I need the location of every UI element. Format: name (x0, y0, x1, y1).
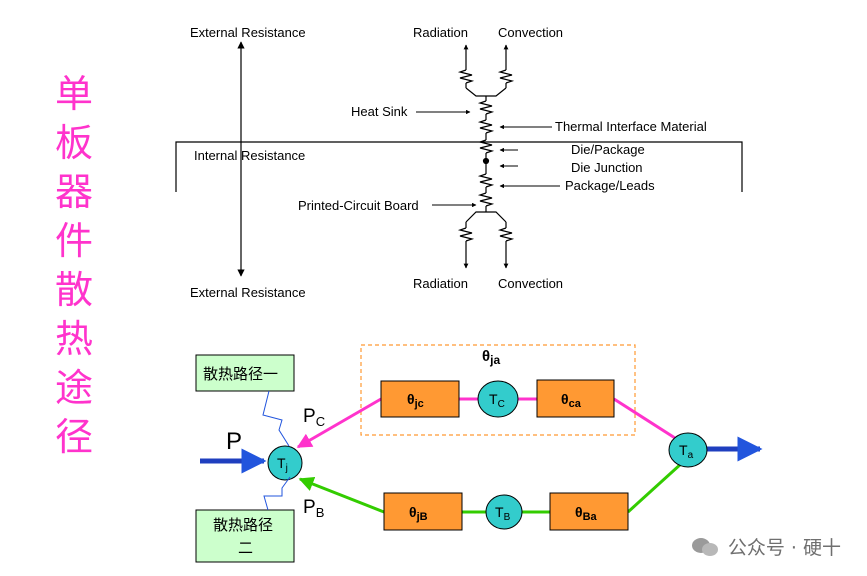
pc-label: PC (303, 406, 325, 429)
bottom-diagram: θja P θ (195, 344, 763, 563)
node-tb-label: TB (495, 504, 511, 523)
path-two-label-line1: 散热路径 (213, 516, 273, 534)
title-char: 板 (54, 121, 93, 165)
theta-ba-label: θBa (575, 504, 598, 523)
package-leads-label: Package/Leads (565, 178, 655, 193)
external-resistance-top-label: External Resistance (190, 25, 306, 40)
theta-jb-box (383, 492, 463, 531)
radiation-top-label: Radiation (413, 25, 468, 40)
resistor-symbol (457, 227, 475, 242)
title-char: 件 (54, 219, 93, 263)
title-char: 热 (54, 317, 93, 361)
path-one-label: 散热路径一 (203, 365, 278, 383)
internal-resistance-label: Internal Resistance (194, 148, 305, 163)
callouts (416, 109, 560, 208)
resistor-symbol (477, 100, 495, 115)
resistor-symbol (477, 173, 495, 188)
node-tb (485, 494, 523, 530)
node-tj-label: Tj (277, 455, 288, 474)
pb-label: PB (303, 497, 324, 520)
watermark-text: 公众号 · 硬十 (727, 537, 841, 559)
resistor-symbol (477, 139, 495, 154)
power-arrows (200, 436, 763, 474)
radiation-bottom-label: Radiation (413, 276, 468, 291)
node-tc-label: TC (489, 391, 505, 410)
resistor-symbol (457, 69, 475, 84)
theta-boxes: θjc θca θjB θBa (380, 379, 629, 531)
convection-top-label: Convection (498, 25, 563, 40)
lower-branches (457, 211, 515, 269)
thermal-interface-material-label: Thermal Interface Material (555, 119, 707, 134)
top-diagram: External Resistance External Resistance … (175, 25, 743, 300)
wechat-icon (691, 536, 720, 558)
upper-branches (457, 44, 515, 101)
title-char: 单 (54, 72, 93, 116)
vertical-title: 单 板 器 件 散 热 途 径 (46, 70, 102, 462)
external-resistance-bottom-label: External Resistance (190, 285, 306, 300)
convection-bottom-label: Convection (498, 276, 563, 291)
resistor-symbol (497, 227, 515, 242)
theta-jc-label: θjc (407, 391, 424, 410)
central-resistor-stack (477, 100, 495, 212)
node-ta-label: Ta (679, 442, 694, 461)
path-two-label-line2: 二 (238, 539, 253, 557)
title-char: 散 (54, 268, 93, 312)
temperature-nodes: Tj TC TB Ta (267, 380, 708, 530)
title-char: 径 (54, 415, 93, 459)
heat-sink-label: Heat Sink (351, 104, 408, 119)
watermark: 公众号 · 硬十 (691, 533, 841, 560)
node-tc (477, 380, 519, 418)
title-char: 途 (54, 366, 93, 410)
resistor-symbol (477, 119, 495, 134)
path-one-box (195, 354, 295, 392)
lower-path (298, 461, 684, 514)
leader-lines (262, 390, 291, 511)
node-tj (267, 445, 303, 481)
path-two-box (195, 509, 295, 563)
theta-ja-box (360, 344, 636, 436)
resistor-symbol (477, 192, 495, 207)
theta-ja-label: θja (482, 348, 500, 367)
upper-path (296, 397, 676, 449)
power-label: P (226, 428, 242, 455)
theta-ca-label: θca (561, 391, 582, 410)
theta-jc-box (380, 380, 460, 418)
resistor-symbol (497, 69, 515, 84)
theta-ba-box (549, 492, 629, 531)
internal-resistance-bracket (175, 141, 743, 192)
theta-ca-box (536, 379, 615, 418)
printed-circuit-board-label: Printed-Circuit Board (298, 198, 419, 213)
node-ta (668, 432, 708, 468)
die-junction-label: Die Junction (571, 160, 643, 175)
theta-jb-label: θjB (409, 504, 428, 523)
title-char: 器 (54, 170, 93, 214)
die-package-label: Die/Package (571, 142, 645, 157)
